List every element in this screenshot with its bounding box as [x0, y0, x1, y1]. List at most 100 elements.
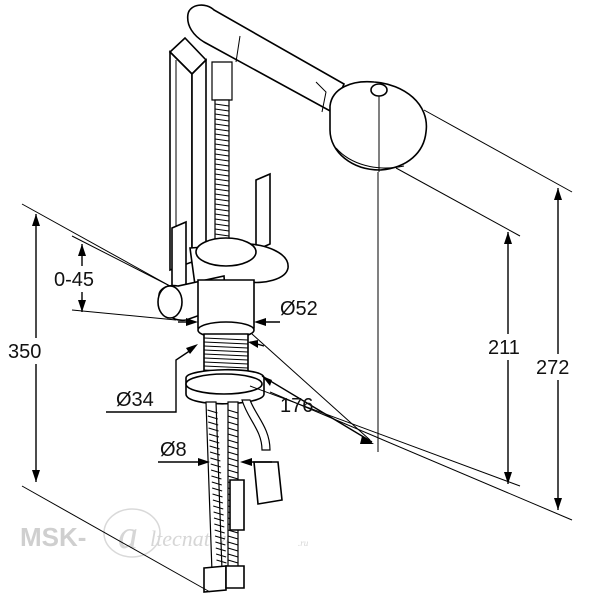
braid-left [210, 457, 221, 462]
label-272-bg [534, 354, 590, 380]
thread-line [203, 349, 249, 353]
braid-left [211, 481, 222, 486]
braid-left [210, 463, 221, 468]
braid-left [209, 451, 221, 456]
hose-ring [214, 103, 230, 107]
label-overall-height: 272 [536, 357, 569, 379]
hose-ring [214, 208, 230, 212]
label-350-bg [6, 338, 64, 364]
braid-left [213, 505, 224, 510]
dim-045-arrow-top [78, 244, 86, 256]
dim-211-arrow-top [504, 232, 512, 244]
thread-line [203, 357, 249, 361]
braid-right [227, 469, 239, 474]
braid-left [212, 487, 223, 492]
hose-ring [214, 128, 230, 132]
hose-ring [214, 203, 230, 207]
braid-right [227, 475, 239, 480]
watermark-logo-glyph: a [118, 512, 138, 557]
supply-hoses [203, 399, 283, 593]
braid-left [213, 517, 225, 522]
label-total-height: 350 [8, 341, 41, 363]
dimension-labels: 0-45 350 Ø52 Ø34 176 Ø8 211 272 [6, 266, 590, 461]
supply-nut-left [203, 565, 227, 593]
dim-8-arrow-left [198, 458, 210, 466]
label-hose-diameter: Ø8 [160, 439, 187, 461]
hose-ring [214, 148, 230, 152]
spray-hose-link [241, 399, 271, 451]
braid-right [227, 535, 239, 540]
ext-211-top [395, 167, 521, 237]
thread-line [203, 353, 249, 357]
threaded-base [185, 333, 265, 405]
dim-176-arrow-right [360, 436, 374, 444]
thread-line [203, 361, 249, 365]
dim-272-arrow-top [554, 188, 562, 200]
braid-left [215, 541, 226, 546]
braid-left [212, 493, 223, 498]
hose-ring [214, 113, 230, 117]
spray-head-body [329, 80, 428, 171]
braid-left [208, 427, 219, 432]
braid-right [227, 409, 239, 414]
ext-045-top [71, 235, 171, 287]
base-nut-top [185, 373, 263, 395]
label-045-bg [52, 266, 116, 292]
label-base-diameter: Ø34 [116, 389, 154, 411]
hose-collar [211, 61, 233, 101]
braid-left [212, 499, 224, 504]
dim-34-leader [106, 347, 195, 413]
watermark: MSK- a ltecnativa .ru [20, 508, 309, 558]
hose-ring [214, 118, 230, 122]
upright-side-face [191, 58, 207, 264]
braid-right [227, 445, 239, 450]
hose-ring [214, 133, 230, 137]
mixer-left-cap [157, 285, 183, 319]
braid-left [213, 511, 224, 516]
spout-arm [186, 4, 346, 114]
dim-34-arrow-right [248, 340, 258, 348]
braid-left [208, 433, 220, 438]
hose-ring [214, 188, 230, 192]
braid-left [207, 415, 218, 420]
spout-arm-neck [315, 81, 327, 113]
thread-line [203, 337, 249, 341]
braid-left [214, 535, 226, 540]
right-handle [255, 172, 271, 252]
braid-right [227, 559, 239, 564]
spray-head-nub [370, 83, 388, 97]
hose-ring [214, 108, 230, 112]
label-reach-angle: 0-45 [54, 269, 94, 291]
hose-ring [214, 193, 230, 197]
braid-right [227, 553, 239, 558]
braid-right [227, 547, 239, 552]
dim-211-arrow-bottom [504, 472, 512, 484]
dim-52-arrow-right [254, 318, 266, 326]
hose-ring [214, 168, 230, 172]
handles [171, 172, 271, 298]
hose-ring [214, 223, 230, 227]
hose-ring [214, 213, 230, 217]
spray-head [329, 80, 428, 172]
pull-out-hose [211, 61, 233, 251]
valve-fitting [229, 479, 245, 531]
braid-right [227, 415, 239, 420]
hose-ring [214, 143, 230, 147]
hose-ring [214, 153, 230, 157]
braid-left [215, 547, 226, 552]
spout-arm-joint [235, 35, 241, 63]
label-spout-height: 211 [488, 337, 520, 359]
ext-045-bottom [71, 309, 177, 321]
dim-045-arrow-bottom [78, 300, 86, 312]
braid-left [214, 529, 225, 534]
watermark-tld: .ru [298, 538, 309, 548]
watermark-logo-ring [103, 508, 161, 558]
hose-ring [214, 233, 230, 237]
braid-right [227, 541, 239, 546]
ext-350-top [21, 203, 171, 287]
braid-left [207, 409, 218, 414]
braid-left [214, 523, 225, 528]
dim-176-line [261, 375, 373, 443]
dim-272-arrow-bottom [554, 498, 562, 510]
braid-left [211, 475, 222, 480]
